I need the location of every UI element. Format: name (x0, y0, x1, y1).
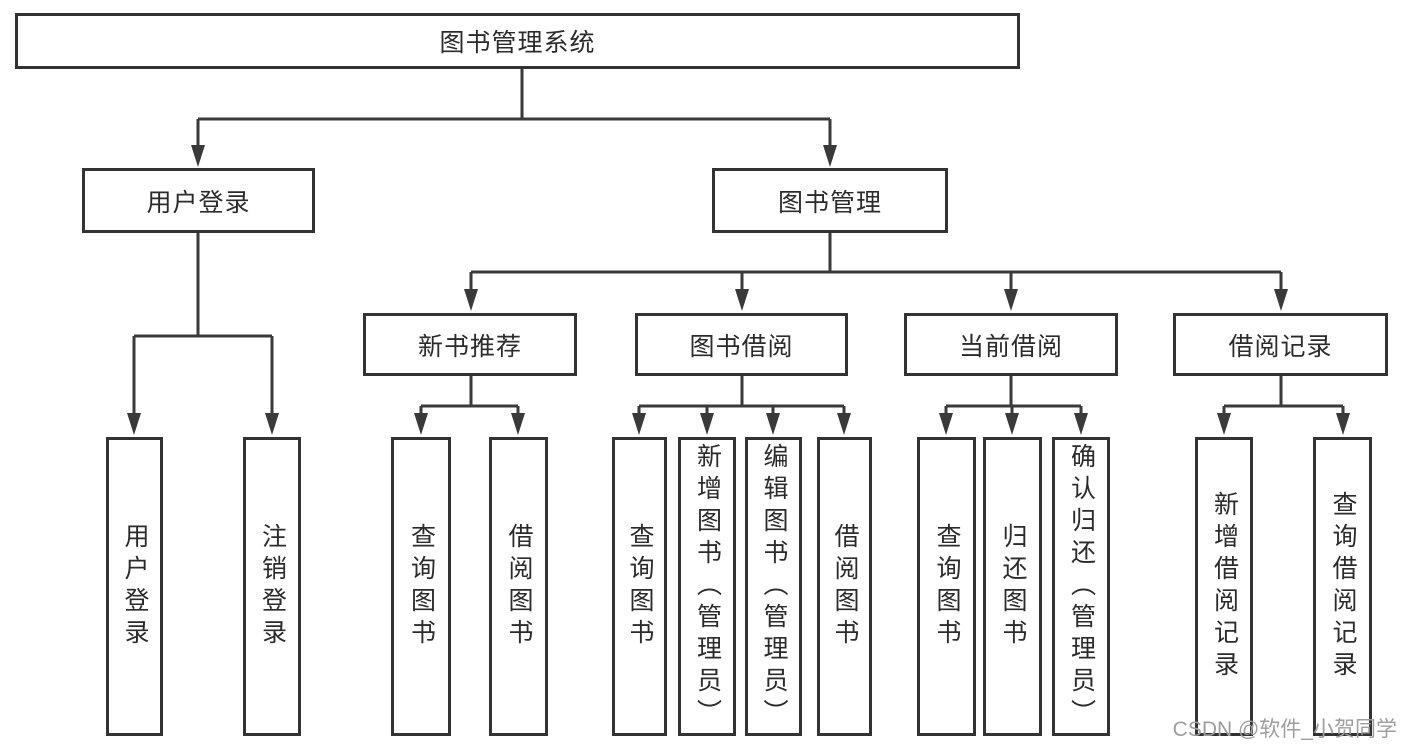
node-leaf-add-book-admin: 新增图书（管理员） (678, 437, 736, 736)
node-new-book-recommend: 新书推荐 (363, 313, 577, 376)
node-leaf-confirm-return-admin: 确认归还（管理员） (1052, 437, 1110, 736)
node-current-borrowing-label: 当前借阅 (958, 332, 1063, 361)
node-leaf-current-query-books-label: 查询图书 (933, 522, 961, 651)
connector-path (132, 69, 1345, 419)
csdn-watermark: CSDN @软件_小贺同学 (1172, 718, 1397, 741)
node-leaf-current-query-books: 查询图书 (917, 437, 976, 736)
node-leaf-recommend-query-books: 查询图书 (391, 437, 451, 736)
node-root-label: 图书管理系统 (439, 29, 596, 57)
node-current-borrowing: 当前借阅 (904, 313, 1118, 376)
node-borrow-records: 借阅记录 (1173, 313, 1388, 376)
node-book-management-label: 图书管理 (777, 188, 882, 217)
node-root: 图书管理系统 (15, 13, 1020, 69)
node-leaf-recommend-borrow-books-label: 借阅图书 (505, 522, 533, 651)
node-leaf-add-borrow-record: 新增借阅记录 (1195, 437, 1253, 736)
node-book-borrowing: 图书借阅 (635, 313, 848, 376)
node-leaf-borrowing-borrow-books: 借阅图书 (817, 437, 872, 736)
node-leaf-recommend-borrow-books: 借阅图书 (489, 437, 548, 736)
node-leaf-recommend-query-books-label: 查询图书 (407, 522, 436, 651)
node-user-login: 用户登录 (82, 168, 315, 233)
node-leaf-borrowing-query-books-label: 查询图书 (626, 522, 654, 651)
node-user-login-label: 用户登录 (146, 188, 251, 217)
node-book-borrowing-label: 图书借阅 (689, 332, 794, 361)
node-leaf-edit-book-admin-label: 编辑图书（管理员） (760, 442, 788, 731)
node-new-book-recommend-label: 新书推荐 (417, 332, 522, 361)
node-leaf-confirm-return-admin-label: 确认归还（管理员） (1067, 442, 1096, 731)
node-book-management: 图书管理 (712, 168, 948, 233)
node-borrow-records-label: 借阅记录 (1228, 332, 1333, 361)
node-leaf-add-book-admin-label: 新增图书（管理员） (693, 442, 722, 731)
node-leaf-user-login: 用户登录 (106, 437, 163, 736)
node-leaf-logout-label: 注销登录 (258, 522, 287, 651)
node-leaf-borrowing-query-books: 查询图书 (612, 437, 667, 736)
arrowheads (127, 145, 1350, 435)
node-leaf-borrowing-borrow-books-label: 借阅图书 (831, 522, 859, 651)
node-leaf-query-borrow-record: 查询借阅记录 (1313, 437, 1372, 736)
node-leaf-user-login-label: 用户登录 (121, 522, 149, 651)
node-leaf-return-books-label: 归还图书 (999, 522, 1027, 651)
node-leaf-edit-book-admin: 编辑图书（管理员） (745, 437, 802, 736)
node-leaf-add-borrow-record-label: 新增借阅记录 (1210, 490, 1239, 683)
node-leaf-query-borrow-record-label: 查询借阅记录 (1329, 490, 1357, 683)
node-leaf-logout: 注销登录 (243, 437, 301, 736)
node-leaf-return-books: 归还图书 (983, 437, 1042, 736)
